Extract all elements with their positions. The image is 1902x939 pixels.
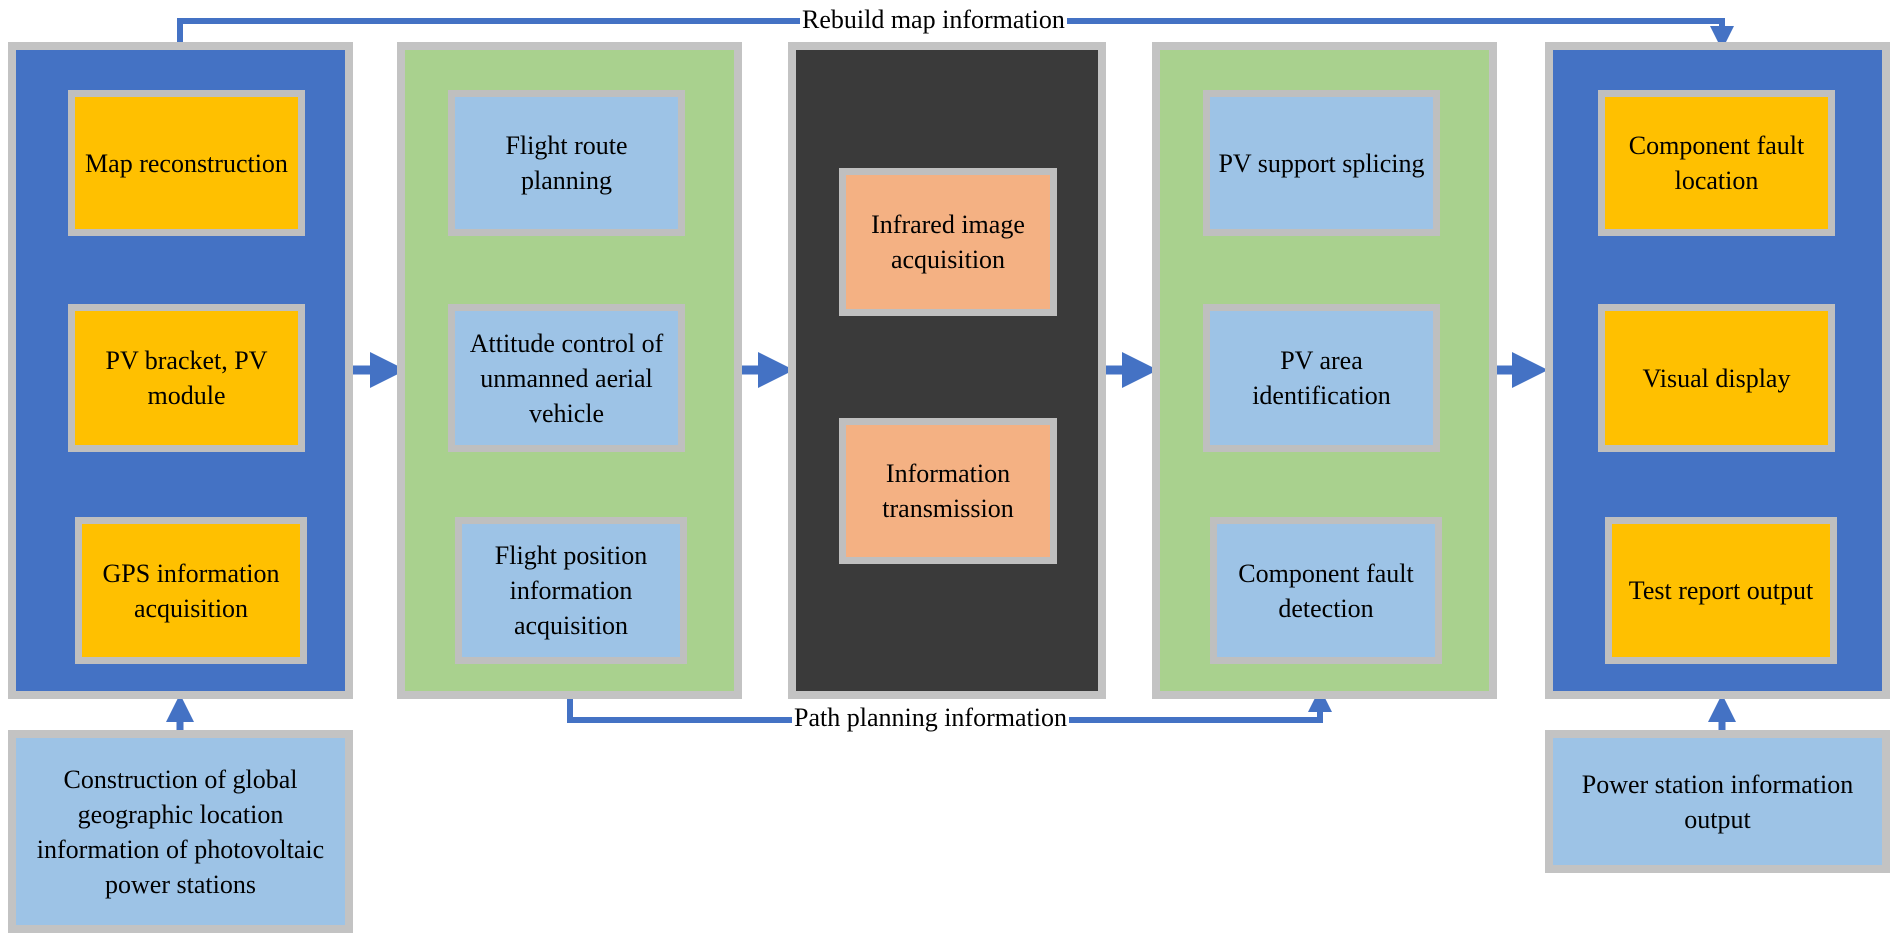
box-flight-route-planning: Flight route planning [448, 90, 685, 236]
box-gps-acquisition: GPS information acquisition [75, 517, 307, 664]
box-global-location-construction: Construction of global geographic locati… [8, 730, 353, 933]
panel-pv-analysis: PV support splicing PV area identificati… [1152, 42, 1497, 699]
box-test-report-output: Test report output [1605, 517, 1837, 664]
box-pv-support-splicing: PV support splicing [1203, 90, 1440, 236]
box-component-fault-detection: Component fault detection [1210, 517, 1442, 664]
box-pv-bracket-module: PV bracket, PV module [68, 304, 305, 452]
box-power-station-output: Power station information output [1545, 730, 1890, 873]
rebuild-map-label: Rebuild map information [800, 5, 1067, 35]
box-attitude-control: Attitude control of unmanned aerial vehi… [448, 304, 685, 452]
box-pv-area-identification: PV area identification [1203, 304, 1440, 452]
panel-map-info: Map reconstruction PV bracket, PV module… [8, 42, 353, 699]
box-component-fault-location: Component fault location [1598, 90, 1835, 236]
box-visual-display: Visual display [1598, 304, 1835, 452]
panel-flight-planning: Flight route planning Attitude control o… [397, 42, 742, 699]
path-planning-label: Path planning information [792, 703, 1069, 733]
box-flight-position-acquisition: Flight position information acquisition [455, 517, 687, 664]
box-infrared-acquisition: Infrared image acquisition [839, 168, 1057, 316]
panel-image-transmission: Infrared image acquisition Information t… [788, 42, 1106, 699]
box-information-transmission: Information transmission [839, 418, 1057, 564]
box-map-reconstruction: Map reconstruction [68, 90, 305, 236]
panel-output: Component fault location Visual display … [1545, 42, 1890, 699]
